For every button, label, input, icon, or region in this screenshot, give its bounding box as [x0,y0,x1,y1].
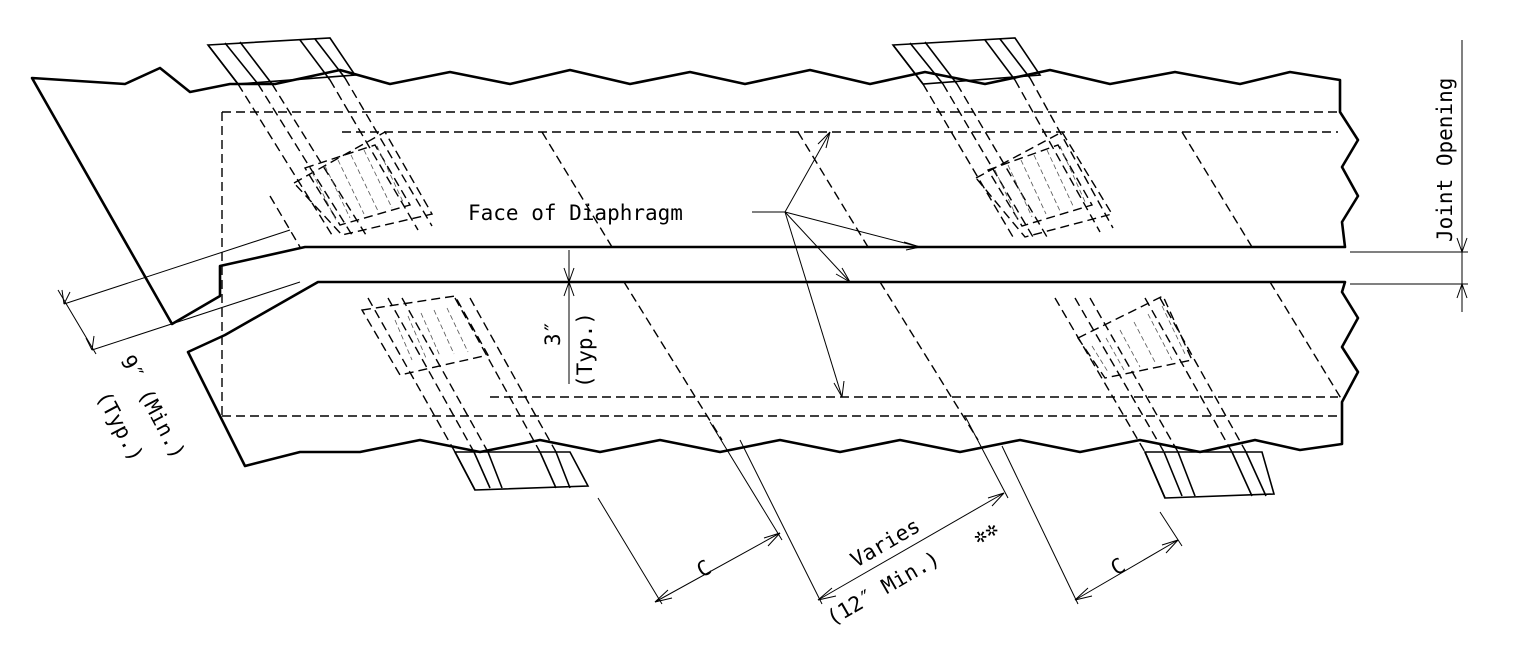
girder-lower-right-hatch [1091,305,1187,373]
face-of-diaphragm-leaders [752,131,921,398]
girder-lower-right [1054,295,1276,499]
lower-deck-outline [186,280,1360,468]
diaphragm-hidden-faces [269,131,1343,441]
three-inch-label: 3″ [541,321,565,346]
joint-opening-dimension [1350,40,1468,312]
c-dimension-label-right: C [1107,553,1130,580]
girder-lower-left-hatch [394,307,469,361]
girder-upper-right [891,37,1114,238]
joint-opening-label: Joint Opening [1433,78,1457,242]
three-inch-dimension [563,250,575,384]
face-of-diaphragm-label: Face of Diaphragm [468,201,683,225]
bottom-dimensions [597,415,1183,605]
girder-upper-right-hatch [994,145,1087,221]
double-asterisk-note: ✲✲ [969,516,1003,549]
beam-hidden-lines [221,111,1338,417]
girder-upper-left-hatch [311,145,405,221]
three-inch-typ-label: (Typ.) [573,312,597,388]
girder-upper-left [206,37,434,236]
girder-lower-left [360,295,590,491]
nine-inch-dimension [57,229,301,355]
upper-deck-outline [30,66,1360,326]
c-dimension-label-left: C [693,555,716,582]
twelve-inch-min-label: (12″ Min.) [823,546,944,630]
